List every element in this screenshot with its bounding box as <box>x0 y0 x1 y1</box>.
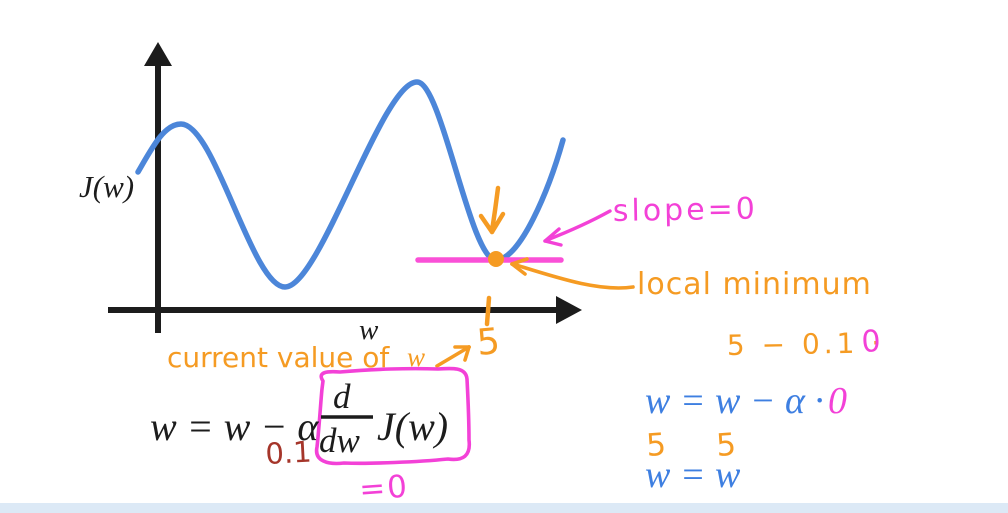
current-value-label: current value of <box>167 341 390 374</box>
learning-rate-value: 0.1 <box>265 435 313 471</box>
x-axis-arrowhead-icon <box>556 296 582 324</box>
w-new-value: 5 <box>715 427 737 464</box>
substitution-zero: 0 <box>861 324 882 360</box>
y-axis-label: J(w) <box>79 169 134 204</box>
slope-annotation: slope=0 <box>613 191 759 229</box>
w-equals-5-tick <box>484 295 492 327</box>
equation-lhs: w = w − α <box>150 404 319 449</box>
local-minimum-annotation: local minimum <box>637 267 872 302</box>
boxed-term-value: =0 <box>358 469 410 508</box>
bottom-player-strip <box>0 503 1008 513</box>
equation-cost-function: J(w) <box>377 404 448 449</box>
substitution-orange: 5 − 0.1 · <box>727 326 885 362</box>
down-arrow-icon <box>478 185 506 235</box>
current-value-arrow-icon <box>435 345 471 368</box>
conclusion-equation: w = w <box>645 454 741 496</box>
update-rule-zero: 0 <box>828 380 847 422</box>
current-value-variable: w <box>407 342 425 372</box>
x-axis-label: w <box>359 314 379 346</box>
derivative-box <box>314 366 472 466</box>
y-axis-arrowhead-icon <box>144 42 172 66</box>
w-value-label: 5 <box>475 321 501 364</box>
slope-arrow-icon <box>543 209 612 247</box>
w-old-value: 5 <box>645 427 667 464</box>
local-minimum-arrow-icon <box>510 257 635 290</box>
equation-denominator: dw <box>319 421 361 460</box>
update-rule-blue: w = w − α · <box>645 380 824 422</box>
equation-numerator: d <box>333 377 351 416</box>
local-minimum-point <box>488 251 504 267</box>
